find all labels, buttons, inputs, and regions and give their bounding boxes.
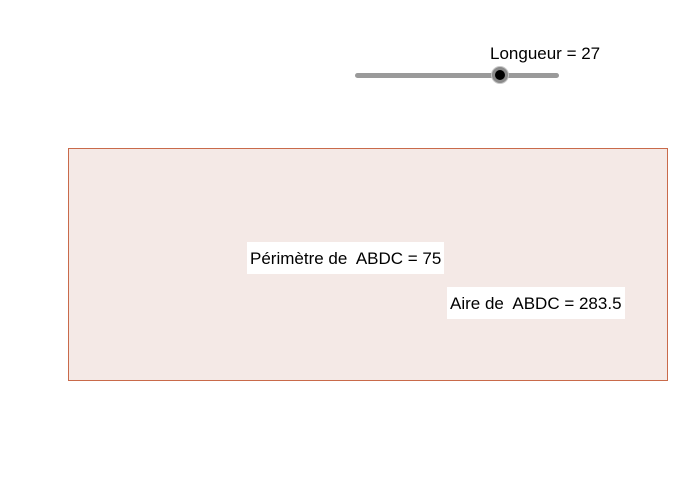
longueur-slider-thumb[interactable] [491, 67, 508, 83]
longueur-slider-label: Longueur = 27 [490, 44, 601, 63]
perimeter-label: Périmètre de ABDC = 75 [247, 242, 445, 274]
area-label: Aire de ABDC = 283.5 [447, 287, 625, 319]
longueur-slider[interactable] [355, 73, 559, 78]
